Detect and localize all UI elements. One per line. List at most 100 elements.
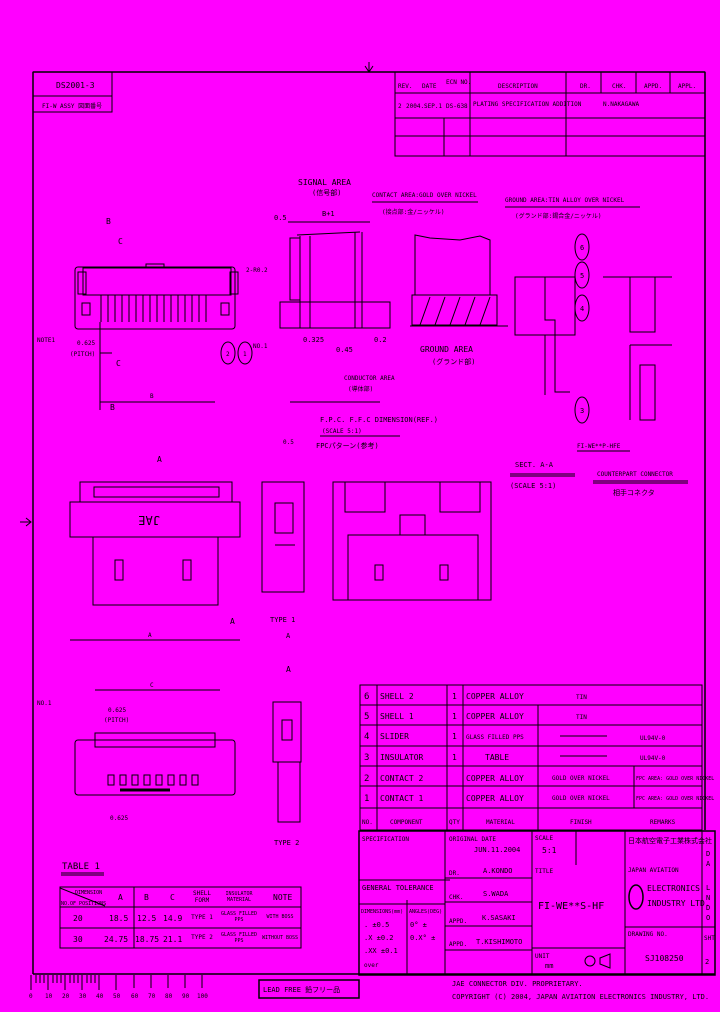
pitch-ref: (PITCH): [70, 351, 95, 358]
jae-logo: JAE: [138, 513, 160, 527]
ground-area-note-jp: (グランド部:錫合金/ニッケル): [515, 212, 601, 220]
dim-b: B: [150, 393, 154, 400]
part-qty: 1: [452, 712, 457, 721]
header-shell-form: SHELL FORM: [192, 889, 212, 904]
angles-label: ANGLES(DEG): [409, 909, 442, 915]
ruler-tick-label: 60: [131, 993, 139, 1000]
table-1-title: TABLE 1: [62, 862, 100, 872]
sheet-no: 2: [705, 958, 709, 966]
contact-area-note-jp: (接点部:金/ニッケル): [382, 208, 444, 216]
side-letter: A: [706, 860, 711, 868]
table-1-row: 20 18.5 12.5 14.9: [73, 914, 182, 923]
counterpart-title: COUNTERPART CONNECTOR: [597, 471, 673, 478]
rev-date: 2004.SEP.1: [406, 103, 443, 110]
section-title: SECT. A-A: [515, 461, 554, 469]
appd2-name: T.KISHIMOTO: [476, 938, 522, 946]
part-name: SHELL 2: [380, 692, 414, 701]
dim-045: 0.45: [336, 346, 353, 354]
ruler-tick-label: 0: [29, 993, 33, 1000]
balloon-6: [574, 233, 590, 261]
ecn-header: ECN NO.: [446, 79, 471, 86]
pitch-dim-bottom2: 0.625: [110, 815, 128, 822]
sheet-label: SHT: [704, 935, 715, 942]
header-material: INSULATOR MATERIAL: [225, 890, 253, 903]
company-jp: 日本航空電子工業株式会社: [628, 836, 712, 845]
part-no: 4: [364, 732, 369, 742]
part-remark: FPC AREA: GOLD OVER NICKEL: [636, 776, 714, 782]
side-view-type2: A TYPE 2: [272, 665, 302, 847]
part-name: INSULATOR: [380, 753, 424, 762]
cell-material: GLASS FILLED PPS: [220, 931, 258, 944]
part-material: COPPER ALLOY: [466, 692, 524, 701]
revision-row: 2 2004.SEP.1 DS-638 PLATING SPECIFICATIO…: [398, 101, 640, 110]
ground-area-note: GROUND AREA:TIN ALLOY OVER NICKEL: [505, 197, 625, 204]
appl-header: APPL.: [678, 83, 696, 90]
drawing-title: FI-WE**S-HF: [538, 901, 604, 912]
contact-area-note: CONTACT AREA:GOLD OVER NICKEL: [372, 192, 477, 199]
header-name: COMPONENT: [390, 819, 423, 826]
header-material: MATERIAL: [486, 819, 515, 826]
rev-ecn: DS-638: [446, 103, 468, 110]
balloon-2: [220, 341, 236, 365]
side-letter: D: [706, 850, 710, 858]
cell-b: 18.75: [135, 935, 159, 944]
part-material: COPPER ALLOY: [466, 712, 524, 721]
part-remark: UL94V-0: [640, 735, 666, 742]
part-material: COPPER ALLOY: [466, 794, 524, 803]
section-a-marker: A: [157, 455, 162, 464]
dim-05: 0.5: [274, 214, 287, 222]
side-letter: D: [706, 904, 710, 912]
ruler-tick-label: 30: [79, 993, 87, 1000]
ruler-tick-label: 70: [148, 993, 156, 1000]
view-a-label: A: [286, 632, 291, 640]
side-view-type1: TYPE 1 A 0.5: [261, 439, 305, 640]
pitch-dim: 0.625: [77, 340, 95, 347]
pitch-dim-bottom: 0.625: [108, 707, 126, 714]
header-note: NOTE: [273, 893, 292, 902]
tolerance-2: .XX ±0.1: [364, 947, 398, 955]
side-letter: O: [706, 914, 710, 922]
part-material: GLASS FILLED PPS: [466, 734, 524, 741]
ruler-tick-label: 90: [182, 993, 190, 1000]
company-name-1: ELECTRONICS: [647, 884, 700, 893]
cell-positions: 20: [73, 914, 83, 923]
drawing-no: SJ108250: [645, 954, 684, 963]
ruler-tick-label: 40: [96, 993, 104, 1000]
ruler-tick-label: 20: [62, 993, 70, 1000]
part-qty: 1: [452, 692, 457, 701]
fpc-plating-detail: CONTACT AREA:GOLD OVER NICKEL (接点部:金/ニッケ…: [372, 192, 640, 366]
description-header: DESCRIPTION: [498, 83, 538, 90]
header-no: NO.: [362, 819, 373, 826]
cell-a: 24.75: [104, 935, 128, 944]
corner-bottom: NO.OF POSITIONS: [61, 901, 106, 907]
scale-label: SCALE: [535, 835, 553, 842]
balloon-6-text: 6: [580, 244, 584, 252]
ruler-tick-label: 100: [197, 993, 208, 1000]
side-letter: L: [706, 884, 710, 892]
dim-a: A: [148, 632, 152, 639]
balloon-4-text: 4: [580, 305, 584, 313]
view-a-label-2: A: [286, 665, 291, 674]
part-material: TABLE: [485, 753, 509, 762]
header-b: B: [144, 893, 149, 902]
ruler-tick-label: 50: [113, 993, 121, 1000]
appd-label: APPD.: [449, 918, 467, 925]
front-view: B B C C B 0.625 (PITCH) NOTE1 2 1: [37, 217, 253, 412]
no1-label: NO.1: [253, 343, 268, 350]
part-name: CONTACT 1: [380, 794, 424, 803]
part-finish: GOLD OVER NICKEL: [552, 795, 610, 802]
cell-positions: 30: [73, 935, 83, 944]
tolerance-0: . ±0.5: [364, 921, 389, 929]
drawing-subtitle: FI-W ASSY 図面番号: [42, 103, 102, 110]
part-remark: UL94V-0: [640, 755, 666, 762]
fpc-dimension-title: F.P.C. F.F.C DIMENSION(REF.): [320, 416, 438, 424]
title-block: SPECIFICATION ORIGINAL DATE JUN.11.2004 …: [358, 830, 716, 1001]
parts-row: 2 CONTACT 2 COPPER ALLOY GOLD OVER NICKE…: [364, 774, 714, 784]
part-no: 3: [364, 753, 369, 763]
balloon-3-text: 3: [580, 407, 584, 415]
proprietary-notice: JAE CONNECTOR DIV. PROPRIETARY.: [452, 980, 583, 988]
note1-label: NOTE1: [37, 337, 55, 344]
cell-form: TYPE 1: [191, 913, 213, 921]
balloon-2-text: 2: [226, 351, 230, 358]
